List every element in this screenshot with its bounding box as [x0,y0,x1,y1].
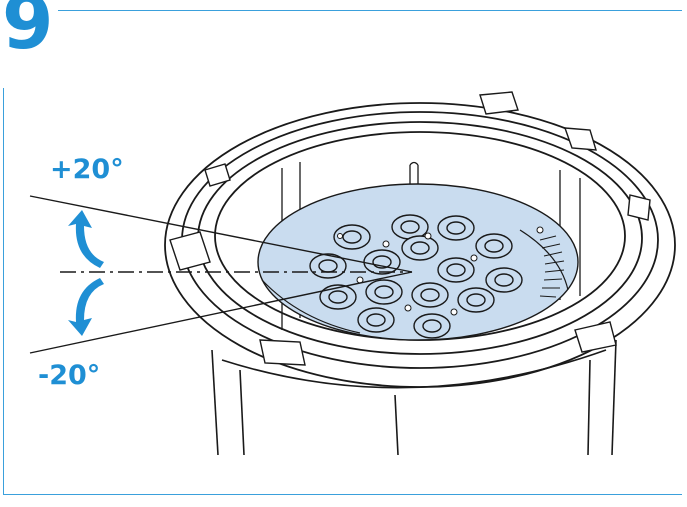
tilt-down-label: -20° [38,360,101,391]
frame-bottom-rule [3,494,682,495]
screw-holes [337,226,544,316]
frame-left-rule [3,88,4,494]
curved-arrow-down-icon [68,278,104,336]
frame-top-rule [58,10,682,11]
tilt-up-label: +20° [50,154,124,185]
led-plate [257,183,579,341]
curved-arrow-up-icon [68,210,104,268]
rim-brackets [169,91,651,366]
tilt-lines [29,195,413,354]
step-number: 9 [2,0,53,66]
